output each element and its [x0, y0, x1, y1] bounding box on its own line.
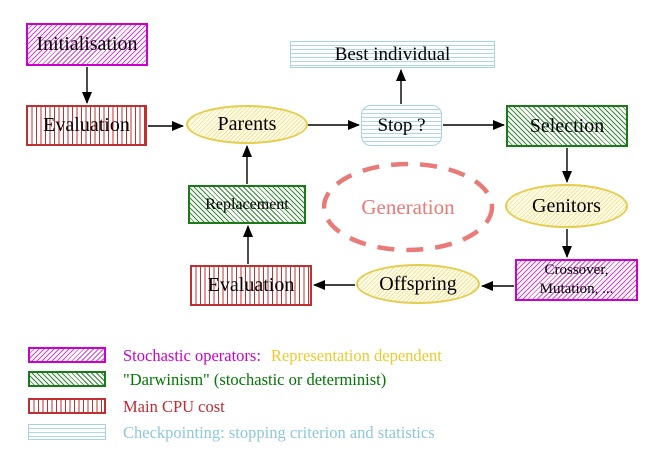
node-best-individual: Best individual	[290, 41, 495, 68]
generation-dashed-ellipse	[321, 161, 495, 253]
legend-label-main-cpu-cost: Main CPU cost	[123, 397, 225, 416]
legend-row-stochastic-operators: Stochastic operators: Representation depe…	[123, 346, 442, 366]
node-selection: Selection	[506, 105, 628, 147]
node-initialisation: Initialisation	[26, 23, 148, 66]
node-replacement: Replacement	[188, 185, 306, 224]
node-parents-label: Parents	[217, 113, 277, 135]
node-evaluation-bottom-label: Evaluation	[207, 274, 295, 296]
legend-label-stochastic-operators: Stochastic operators:	[123, 346, 261, 365]
legend-label-checkpointing: Checkpointing: stopping criterion and st…	[123, 423, 435, 442]
legend-row-darwinism: "Darwinism" (stochastic or determinist)	[123, 370, 386, 390]
node-stop: Stop ?	[361, 105, 442, 146]
node-crossover-line2: Mutation, ...	[539, 281, 614, 297]
legend-swatch-stochastic-operators	[28, 347, 106, 363]
node-genitors-label: Genitors	[532, 194, 601, 217]
node-selection-label: Selection	[529, 114, 605, 137]
node-offspring: Offspring	[356, 264, 480, 304]
node-crossover-mutation: Crossover, Mutation, ...	[515, 259, 638, 301]
node-replacement-label: Replacement	[205, 195, 289, 213]
node-stop-label: Stop ?	[377, 114, 426, 136]
generation-loop-label: Generation	[361, 195, 455, 219]
node-genitors: Genitors	[505, 184, 628, 228]
node-offspring-label: Offspring	[379, 272, 457, 295]
node-evaluation-top: Evaluation	[26, 105, 147, 146]
node-crossover-line1: Crossover,	[544, 261, 609, 278]
legend-swatch-main-cpu-cost	[28, 398, 106, 414]
node-evaluation-top-label: Evaluation	[43, 114, 130, 136]
node-parents: Parents	[186, 105, 308, 144]
arrow-edges	[82, 67, 572, 291]
legend-swatch-checkpointing	[28, 424, 106, 440]
node-best-individual-label: Best individual	[334, 43, 451, 65]
legend-row-checkpointing: Checkpointing: stopping criterion and st…	[123, 423, 435, 443]
node-evaluation-bottom: Evaluation	[190, 265, 312, 306]
legend-label-darwinism: "Darwinism" (stochastic or determinist)	[123, 370, 387, 389]
legend-swatch-darwinism	[28, 371, 106, 387]
legend-label-representation-dependent: Representation dependent	[270, 346, 442, 365]
legend-row-main-cpu-cost: Main CPU cost	[123, 397, 225, 417]
node-initialisation-label: Initialisation	[36, 33, 138, 55]
